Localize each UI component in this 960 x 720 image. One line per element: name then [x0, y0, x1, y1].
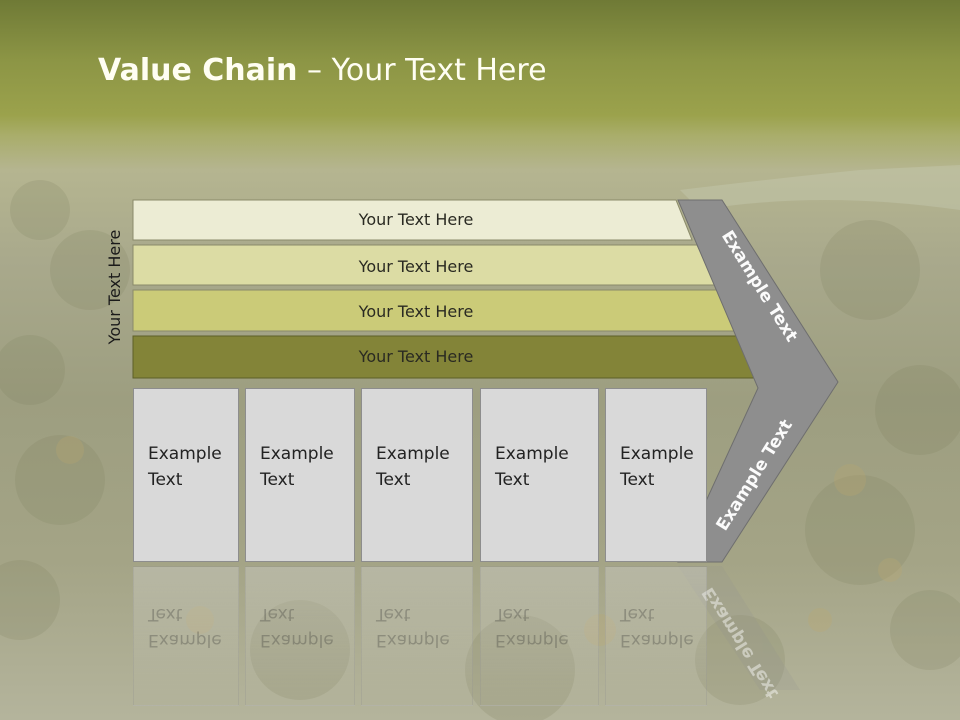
bar-3-label: Your Text Here — [358, 302, 474, 321]
bar-2-label: Your Text Here — [358, 257, 474, 276]
reflection-4-line1: Example — [495, 630, 569, 650]
activity-box-3-reflection: Example Text — [361, 566, 473, 706]
reflection-1-text: Example Text — [148, 601, 222, 653]
reflection-5-line1: Example — [620, 630, 694, 650]
chevron-shape — [677, 199, 839, 563]
reflection-2-line1: Example — [260, 630, 334, 650]
activity-box-1-reflection: Example Text — [133, 566, 239, 706]
reflection-2-line2: Text — [260, 604, 295, 624]
reflection-3-line1: Example — [376, 630, 450, 650]
activity-box-2-reflection: Example Text — [245, 566, 355, 706]
activity-box-5-reflection: Example Text — [605, 566, 707, 706]
reflection-2-text: Example Text — [260, 601, 334, 653]
forest-background-texture — [0, 165, 960, 720]
chevron-reflection — [678, 566, 800, 690]
reflection-3-text: Example Text — [376, 601, 450, 653]
box-3-line2: Text — [376, 470, 411, 490]
box-4-line1: Example — [495, 444, 569, 464]
box-1-line2: Text — [148, 470, 183, 490]
reflection-4-line2: Text — [495, 604, 530, 624]
slide-title: Value Chain – Your Text Here — [98, 53, 547, 88]
reflection-4-text: Example Text — [495, 601, 569, 653]
box-2-line1: Example — [260, 444, 334, 464]
bar-1-label: Your Text Here — [358, 210, 474, 229]
box-3-line1: Example — [376, 444, 450, 464]
bar-1-shape — [132, 199, 693, 241]
box-2-line2: Text — [260, 470, 295, 490]
reflection-5-line2: Text — [620, 604, 655, 624]
bar-4-label: Your Text Here — [358, 347, 474, 366]
title-bold: Value Chain — [98, 53, 298, 88]
reflection-1-line2: Text — [148, 604, 183, 624]
reflection-5-text: Example Text — [620, 601, 694, 653]
title-rest: – Your Text Here — [297, 53, 547, 88]
activity-box-4-reflection: Example Text — [480, 566, 599, 706]
box-4-line2: Text — [495, 470, 530, 490]
box-1-line1: Example — [148, 444, 222, 464]
box-5-line2: Text — [620, 470, 655, 490]
reflection-3-line2: Text — [376, 604, 411, 624]
box-5-line1: Example — [620, 444, 694, 464]
reflection-1-line1: Example — [148, 630, 222, 650]
